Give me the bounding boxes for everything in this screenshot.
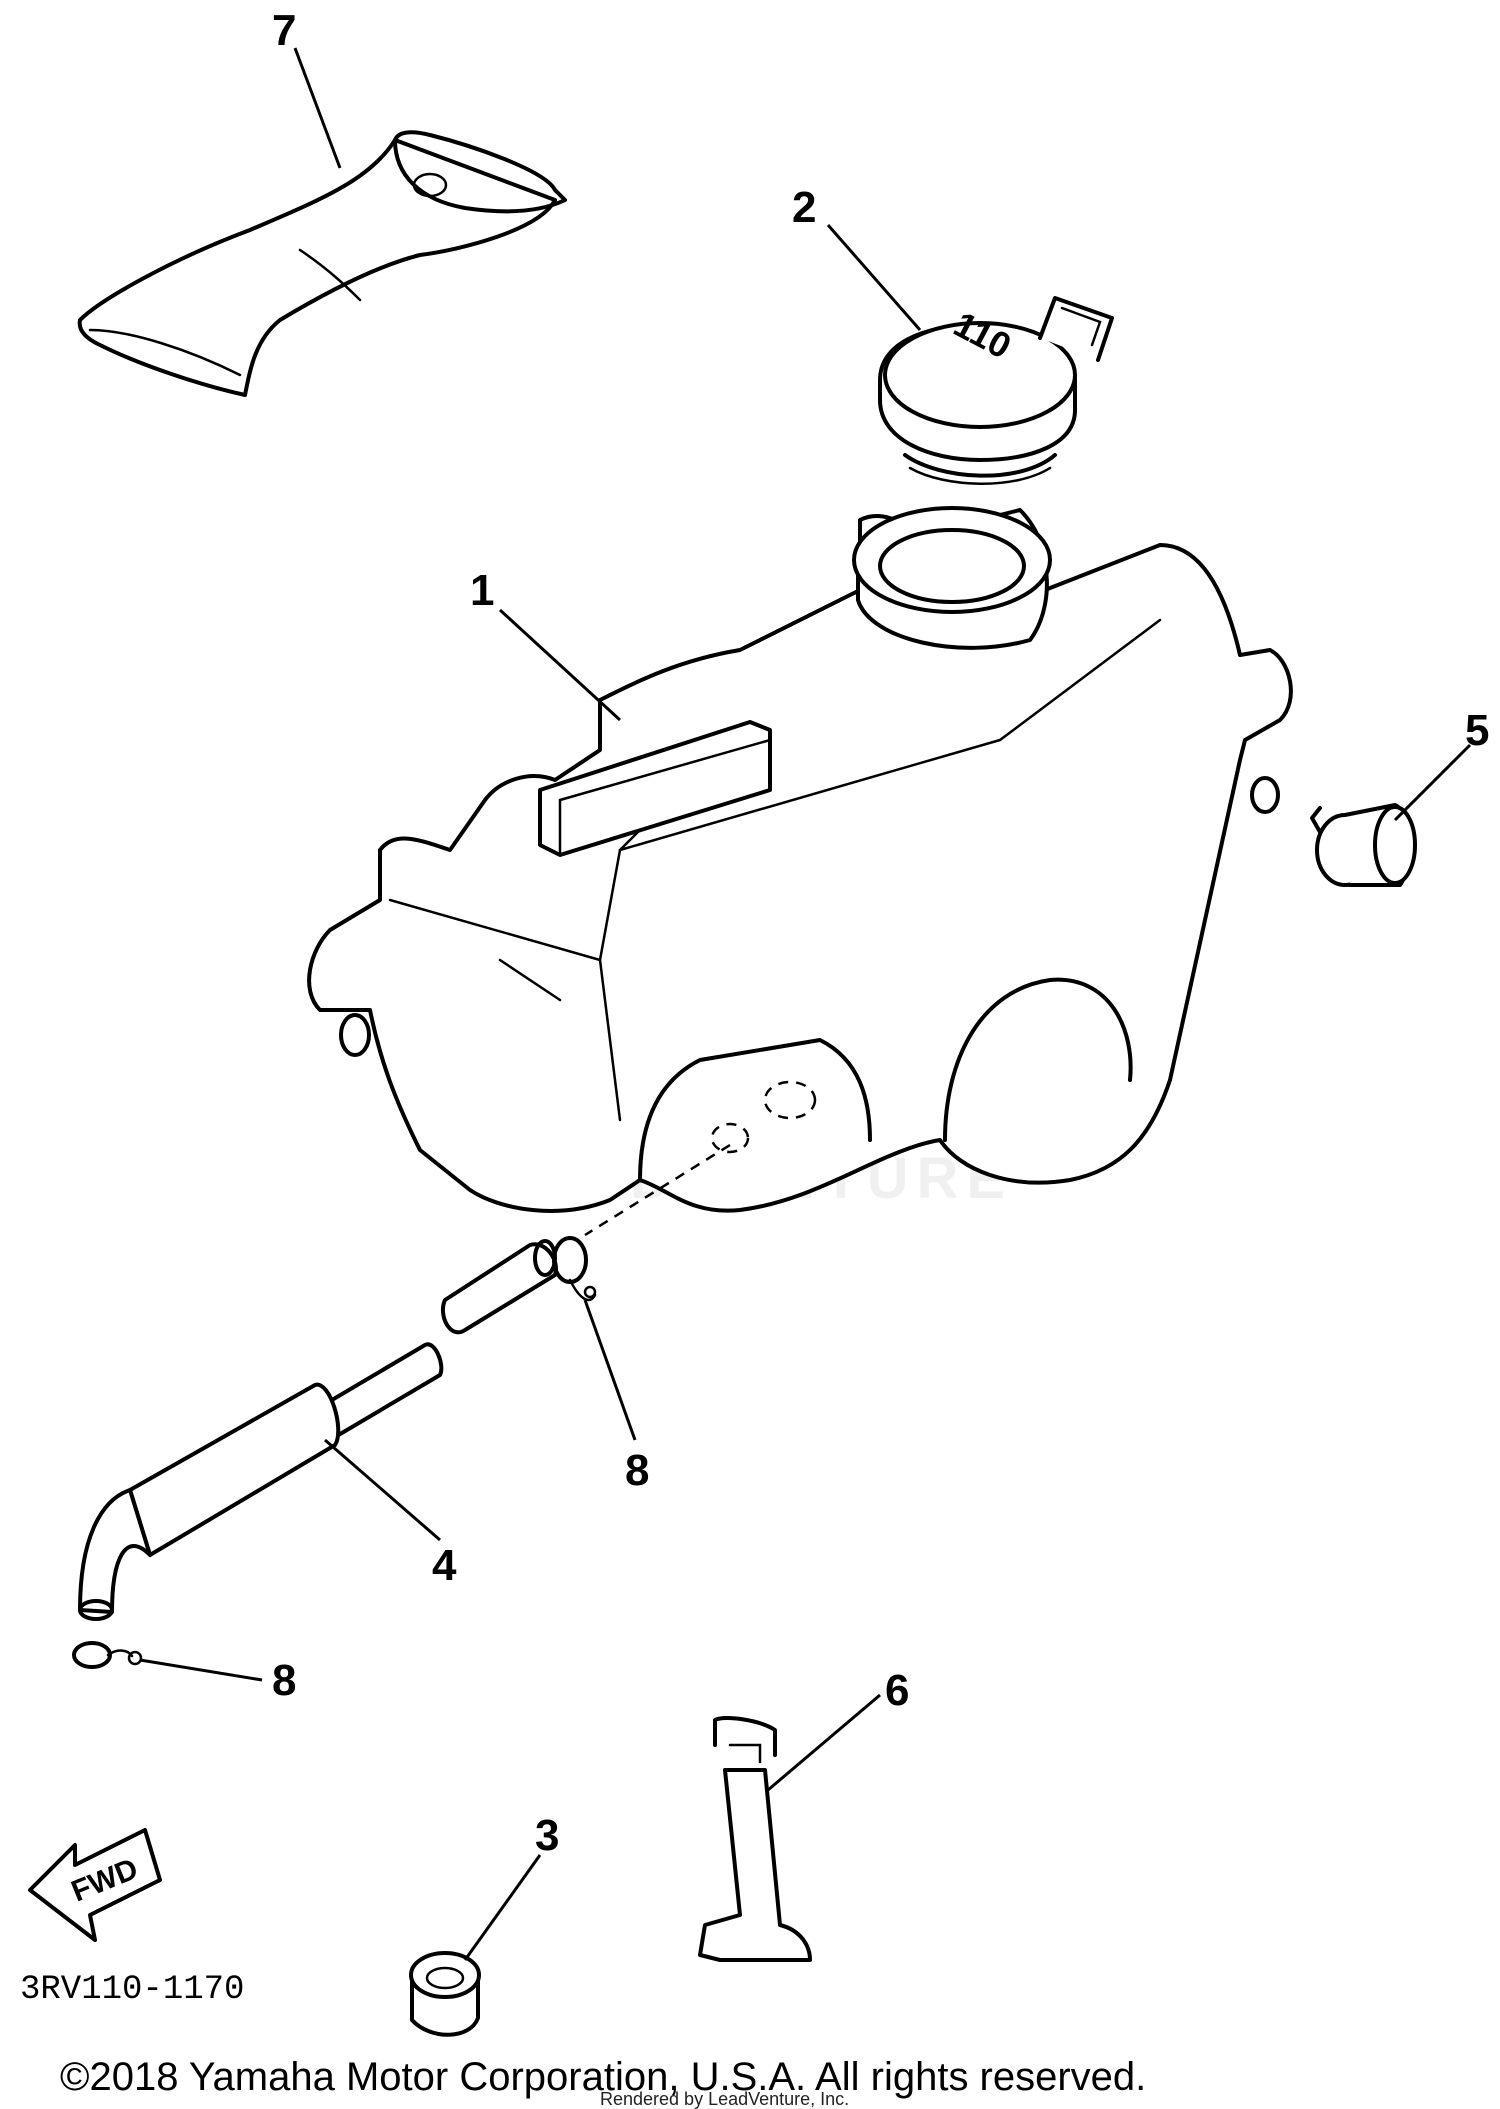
callout-8b: 8	[272, 1656, 296, 1705]
leader-4	[324, 1438, 441, 1542]
part-8-clip-lower[interactable]	[72, 1641, 143, 1669]
callout-8a: 8	[625, 1446, 649, 1495]
part-8-clip-upper[interactable]	[552, 1236, 597, 1302]
rendered-by: Rendered by LeadVenture, Inc.	[600, 2089, 849, 2109]
leader-8a	[583, 1299, 637, 1441]
callout-2: 2	[792, 183, 816, 232]
callout-4: 4	[432, 1541, 457, 1590]
part-6-strap[interactable]	[698, 1716, 812, 1962]
callout-3: 3	[535, 1811, 559, 1860]
diagram-code: 3RV110-1170	[20, 1971, 244, 2009]
leader-8b	[139, 1658, 263, 1682]
callout-5: 5	[1465, 706, 1489, 755]
leader-1	[498, 608, 622, 722]
part-5-bolt[interactable]	[1310, 803, 1417, 887]
leader-2	[826, 224, 922, 331]
fwd-arrow-icon: FWD	[28, 1828, 162, 1942]
part-3-grommet[interactable]	[409, 1951, 481, 2037]
leader-3	[463, 1854, 542, 1961]
part-1-oil-tank[interactable]	[307, 506, 1293, 1237]
part-7-tool-pouch[interactable]	[77, 130, 567, 397]
callout-7: 7	[272, 6, 296, 55]
callout-1: 1	[470, 566, 494, 615]
copyright-notice: ©2018 Yamaha Motor Corporation, U.S.A. A…	[60, 2055, 1146, 2099]
callout-6: 6	[885, 1666, 909, 1715]
part-4-hose[interactable]	[78, 1239, 558, 1621]
leader-7	[293, 47, 342, 169]
leader-5	[1393, 743, 1472, 822]
leader-6	[767, 1693, 881, 1792]
